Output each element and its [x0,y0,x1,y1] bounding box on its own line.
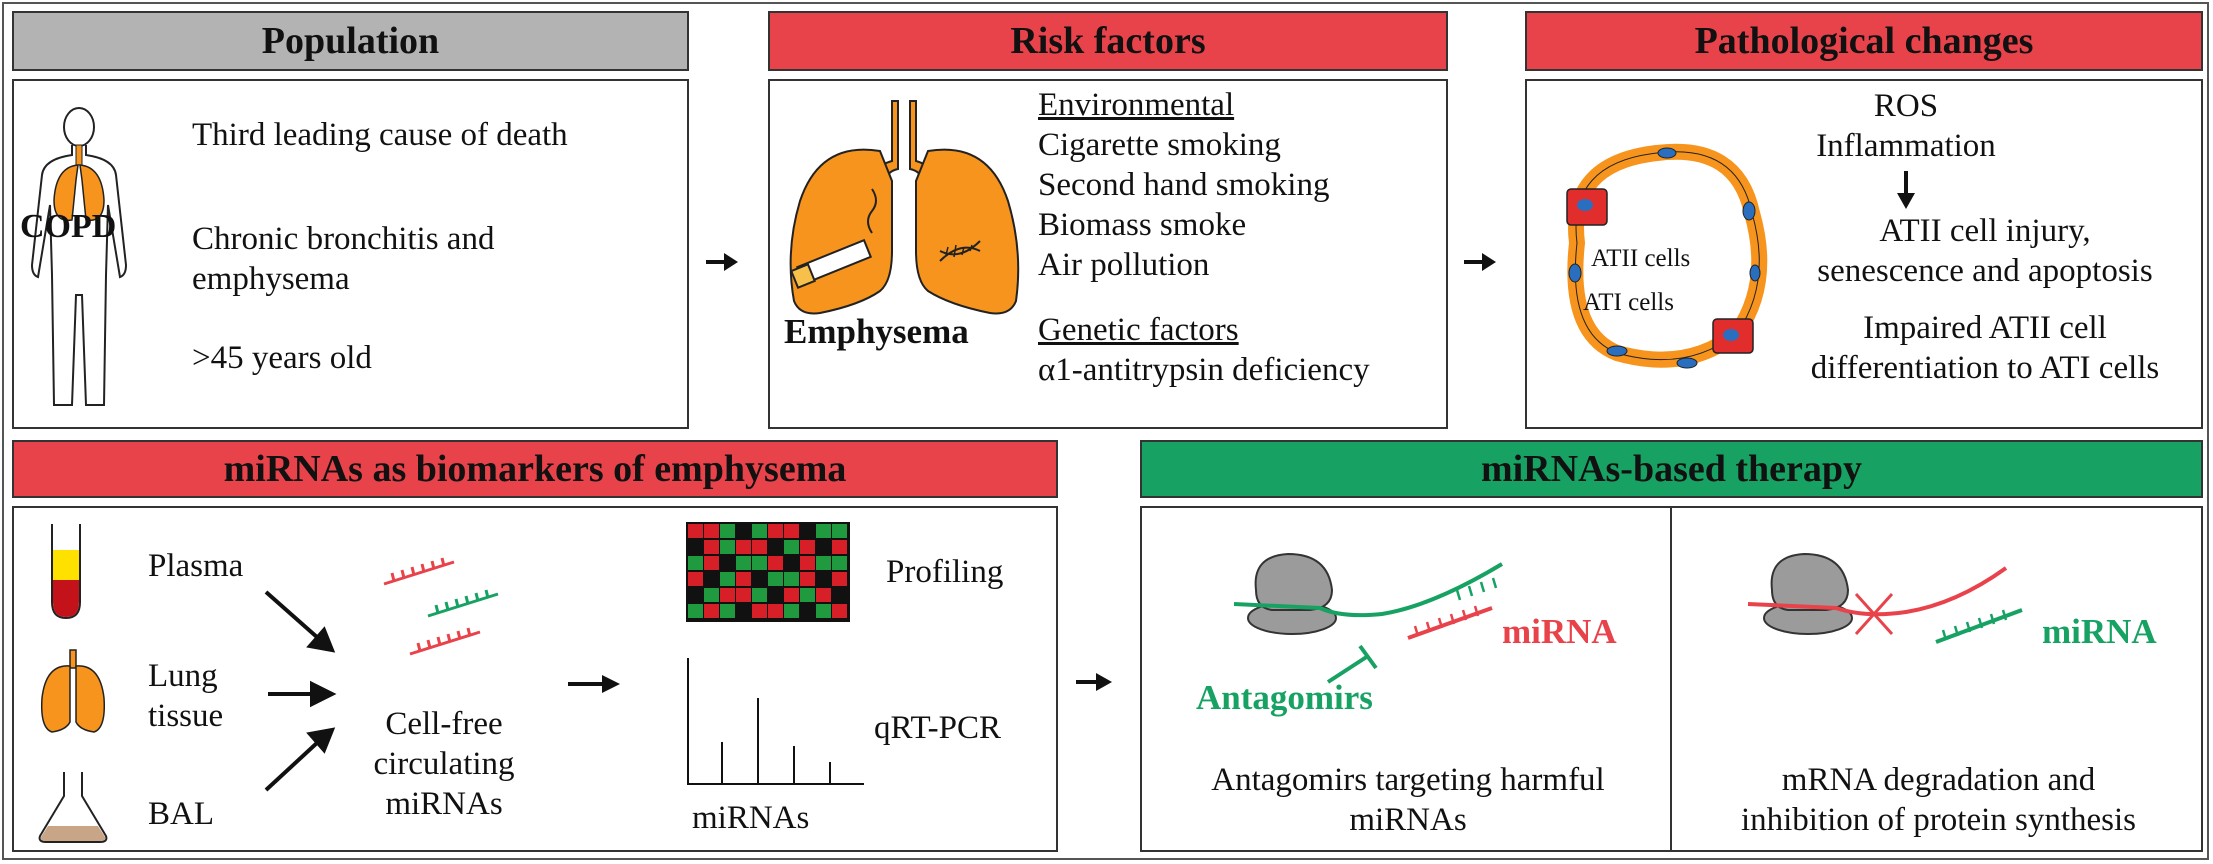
pathology-title: Pathological changes [1694,20,2034,62]
biomarkers-title: miRNAs as biomarkers of emphysema [223,448,847,490]
biomarkers-header: miRNAs as biomarkers of emphysema [12,440,1058,498]
arrow-down-icon [1897,171,1915,209]
heatmap-icon [686,522,850,622]
qpcr-bars-icon [687,658,864,785]
risk-factors-panel: Emphysema Environmental Cigarette smokin… [768,79,1448,429]
inflammation-text: Inflammation [1816,128,1996,164]
env-item-4: Air pollution [1038,247,1210,283]
left-caption-1: Antagomirs targeting harmful [1211,762,1605,798]
blood-tube-icon [51,524,81,620]
therapy-title: miRNAs-based therapy [1480,448,1863,490]
alveolus-icon [1566,143,1768,369]
population-panel: COPD Third leading cause of death Chroni… [12,79,689,429]
population-line-3: emphysema [192,261,350,297]
arrow-right-icon [1076,673,1112,691]
right-caption-2: inhibition of protein synthesis [1740,802,2137,838]
risk-factors-header: Risk factors [768,11,1448,71]
bal-flask-icon [38,772,108,843]
cellfree-line-3: miRNAs [385,786,503,822]
pathology-panel: ATII cells ATI cells ROS Inflammation AT… [1525,79,2203,429]
copd-label: COPD [20,208,117,245]
mirna-strands-icon [383,557,499,656]
injury-text-2: senescence and apoptosis [1817,253,2153,289]
source-lung: Lung [148,658,218,694]
therapy-panel-right: miRNA mRNA degradation and inhibition of… [1670,506,2203,852]
impaired-text-1: Impaired ATII cell [1863,310,2107,346]
lungs-icon [789,100,1020,315]
right-caption-1: mRNA degradation and [1781,762,2096,798]
ati-cells-label: ATI cells [1583,289,1674,316]
therapy-panel-left: miRNA Antagomirs Antagomirs targeting ha… [1140,506,1672,852]
arrow-right-icon [706,253,738,271]
population-title: Population [261,20,440,62]
pathology-header: Pathological changes [1525,11,2203,71]
therapy-header: miRNAs-based therapy [1140,440,2203,498]
mirnas-axis-label: miRNAs [692,800,810,836]
emphysema-label: Emphysema [784,312,969,351]
population-header: Population [12,11,689,71]
atii-cells-label: ATII cells [1591,245,1691,272]
left-caption-2: miRNAs [1349,802,1467,838]
human-body-icon [30,107,128,406]
profiling-label: Profiling [886,554,1004,590]
biomarkers-panel: Plasma Lung tissue BAL Cell-free circula… [12,506,1058,852]
risk-factors-title: Risk factors [1010,20,1206,62]
population-line-1: Third leading cause of death [192,117,568,153]
arrow-right-icon [1464,253,1496,271]
population-line-2: Chronic bronchitis and [192,221,495,257]
ribosome-antagomir-illustration [1233,552,1504,684]
genetic-title: Genetic factors [1038,312,1239,348]
mirna-label-right: miRNA [2042,612,2157,651]
environmental-title: Environmental [1038,87,1235,123]
cellfree-line-1: Cell-free [385,706,503,742]
injury-text-1: ATII cell injury, [1879,213,2091,249]
source-tissue: tissue [148,698,224,734]
qrtpcr-label: qRT-PCR [874,710,1002,746]
impaired-text-2: differentiation to ATI cells [1810,350,2160,386]
lung-tissue-icon [40,649,106,733]
mirna-label-left: miRNA [1502,612,1617,651]
cellfree-line-2: circulating [373,746,515,782]
genetic-item-1: α1-antitrypsin deficiency [1038,352,1370,388]
source-bal: BAL [148,796,214,832]
population-line-4: >45 years old [192,340,372,376]
source-plasma: Plasma [148,548,244,584]
env-item-1: Cigarette smoking [1038,127,1281,163]
ribosome-degradation-illustration [1747,552,2023,644]
arrow-right-icon [568,675,620,693]
antagomirs-label: Antagomirs [1196,678,1373,717]
ros-text: ROS [1873,88,1939,124]
env-item-2: Second hand smoking [1038,167,1330,203]
converging-arrows-icon [264,590,337,792]
env-item-3: Biomass smoke [1038,207,1247,243]
